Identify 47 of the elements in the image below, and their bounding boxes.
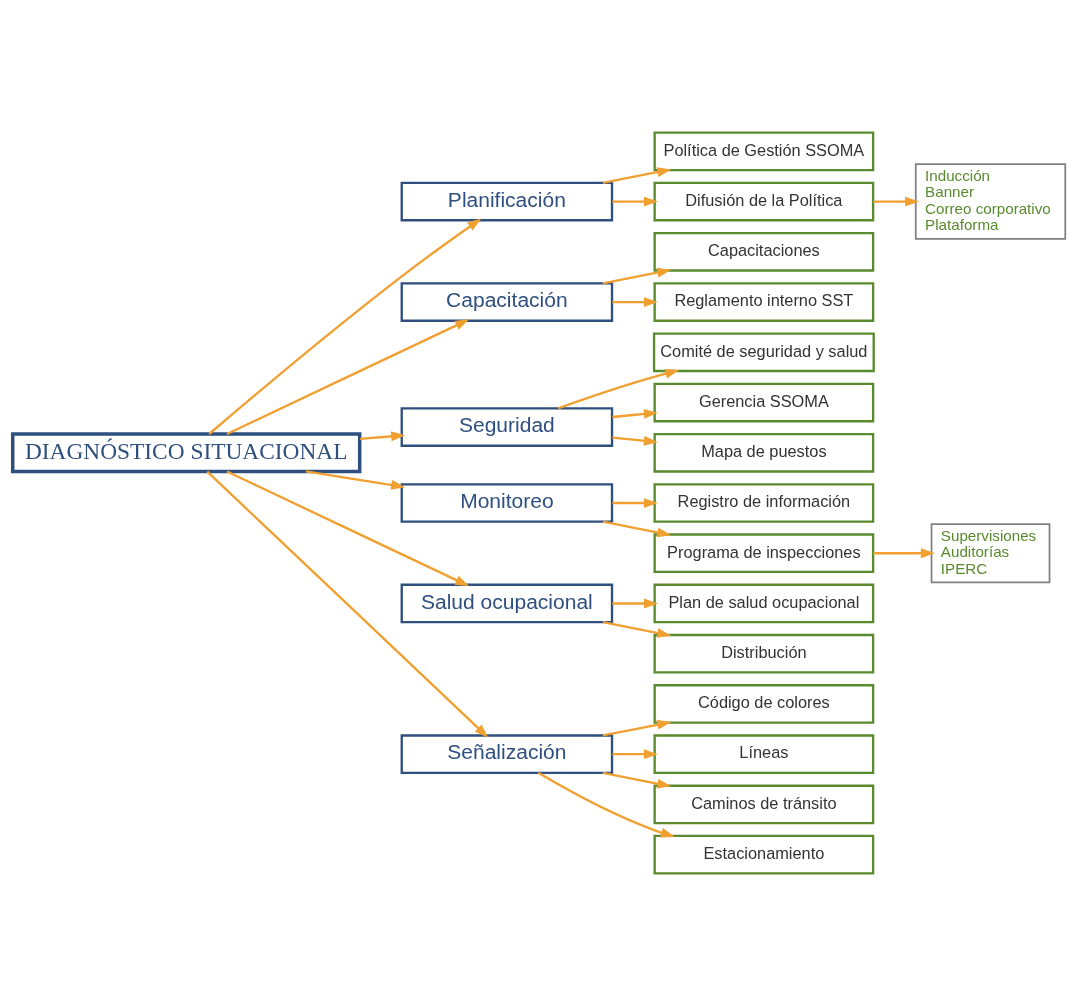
node-box: Planificación <box>400 181 614 221</box>
arrow <box>602 520 672 537</box>
node-box: Señalización <box>400 733 614 774</box>
arrow <box>612 196 658 206</box>
arrow <box>612 296 658 307</box>
arrow <box>612 435 658 446</box>
node-box: Comité de seguridad y salud <box>652 331 875 372</box>
node-box: Distribución <box>653 633 875 674</box>
arrow <box>206 470 489 738</box>
arrow <box>873 547 935 558</box>
arrow <box>602 267 672 284</box>
node-box: Inducción Banner Correo corporativo Plataforma <box>914 162 1067 240</box>
arrow <box>226 318 470 435</box>
node-box: Política de Gestión SSOMA <box>653 131 875 171</box>
arrow <box>602 771 672 788</box>
arrow <box>602 719 672 737</box>
arrow <box>612 748 658 759</box>
arrow <box>226 470 470 586</box>
node-box: Seguridad <box>400 406 614 447</box>
arrow <box>359 430 406 441</box>
arrow <box>602 166 672 184</box>
arrow <box>612 408 658 419</box>
node-box: Capacitaciones <box>653 231 875 272</box>
node-box: Caminos de tránsito <box>653 784 875 824</box>
arrow <box>873 196 920 206</box>
node-box: Monitoreo <box>400 482 614 523</box>
node-box: Supervisiones Auditorías IPERC <box>930 522 1051 583</box>
node-box: Capacitación <box>400 281 614 322</box>
arrow <box>612 497 658 508</box>
node-box: Salud ocupacional <box>400 583 614 623</box>
arrow <box>537 771 675 837</box>
node-box: Difusión de la Política <box>653 181 875 221</box>
arrow <box>557 368 680 409</box>
node-box: Gerencia SSOMA <box>653 382 875 422</box>
arrow <box>612 598 658 608</box>
arrow <box>208 217 482 435</box>
node-box: Líneas <box>653 733 875 774</box>
node-box: Mapa de puestos <box>653 432 875 473</box>
node-box: Estacionamiento <box>653 834 875 874</box>
node-box: DIAGNÓSTICO SITUACIONAL <box>10 431 362 473</box>
node-box: Programa de inspecciones <box>653 532 875 573</box>
node-box: Plan de salud ocupacional <box>653 583 875 623</box>
node-box: Reglamento interno SST <box>653 281 875 322</box>
arrow <box>305 469 406 490</box>
node-box: Registro de información <box>653 482 875 523</box>
arrow <box>602 620 672 638</box>
node-box: Código de colores <box>653 683 875 724</box>
